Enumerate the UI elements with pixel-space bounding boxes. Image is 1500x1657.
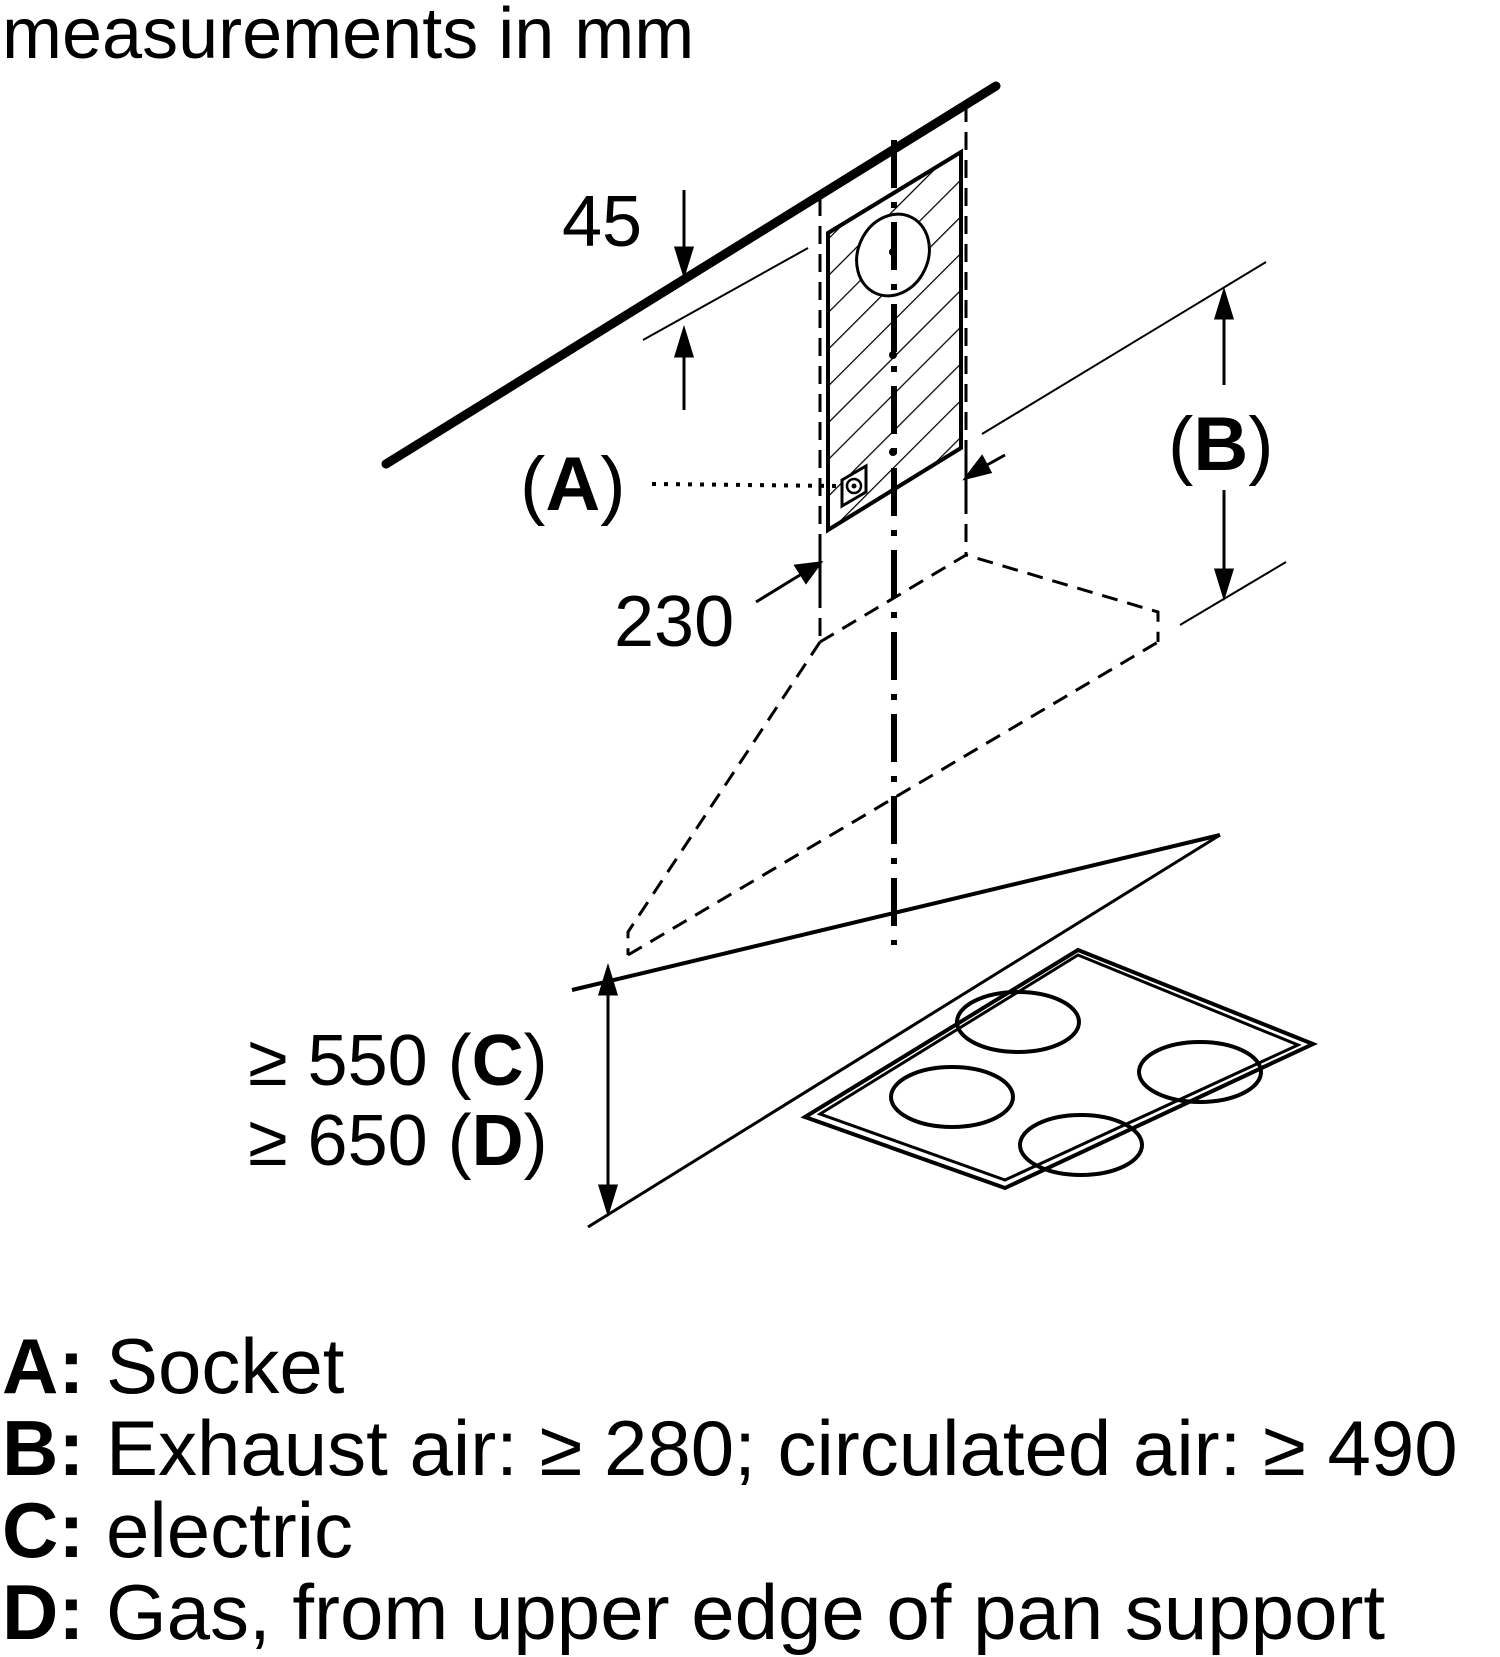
legend-item: D: Gas, from upper edge of pan support	[2, 1571, 1458, 1653]
socket-leader	[651, 482, 841, 488]
legend-key: C:	[2, 1486, 85, 1574]
burner-icon	[955, 990, 1081, 1054]
legend-text: Socket	[105, 1322, 345, 1410]
dimension-230	[755, 440, 1006, 604]
countertop	[571, 833, 1221, 1229]
dimension-height	[597, 962, 619, 1218]
burner-icon	[1018, 1113, 1144, 1177]
socket-icon	[840, 463, 868, 509]
label-a: (A)	[520, 442, 626, 527]
label-b: (B)	[1168, 402, 1274, 487]
legend-text: electric	[105, 1486, 354, 1574]
dimension-230-label: 230	[614, 582, 734, 662]
legend-text: Gas, from upper edge of pan support	[105, 1568, 1386, 1656]
label-min-c: ≥ 550 (C)	[248, 1021, 548, 1101]
legend-item: B: Exhaust air: ≥ 280; circulated air: ≥…	[2, 1407, 1458, 1489]
dimension-45	[642, 190, 809, 410]
legend-key: B:	[2, 1404, 85, 1492]
diagram-title: measurements in mm	[2, 0, 694, 74]
legend-key: D:	[2, 1568, 85, 1656]
label-min-d: ≥ 650 (D)	[248, 1101, 548, 1181]
legend-item: C: electric	[2, 1489, 1458, 1571]
installation-diagram: measurements in mm	[2, 0, 1319, 1229]
legend-key: A:	[2, 1322, 85, 1410]
legend-text: Exhaust air: ≥ 280; circulated air: ≥ 49…	[105, 1404, 1458, 1492]
burner-icon	[1137, 1040, 1263, 1104]
burner-icon	[889, 1065, 1015, 1129]
dimension-45-label: 45	[562, 182, 642, 262]
hob	[800, 947, 1319, 1191]
legend: A: Socket B: Exhaust air: ≥ 280; circula…	[2, 1325, 1458, 1653]
legend-item: A: Socket	[2, 1325, 1458, 1407]
hood-outline	[626, 553, 1160, 957]
dimension-b	[981, 261, 1287, 626]
